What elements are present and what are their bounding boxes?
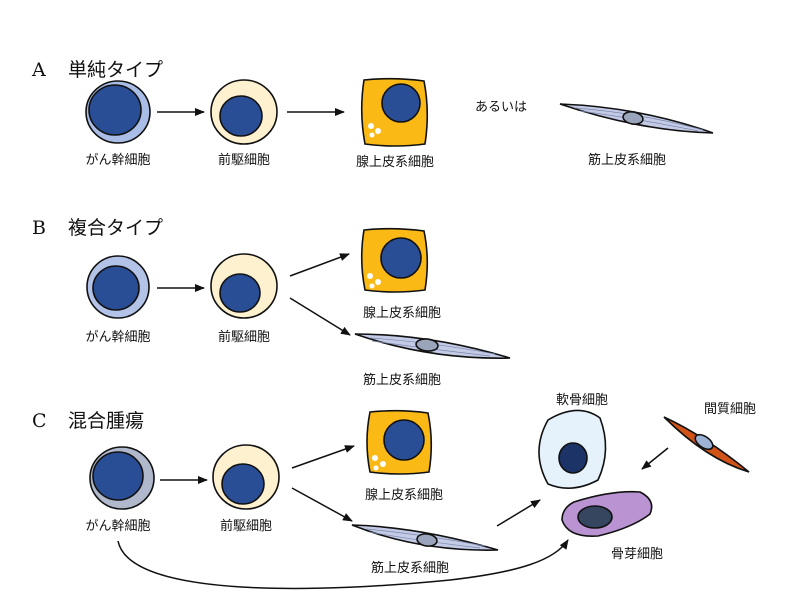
section-b-title: 複合タイプ [68,217,163,239]
progenitor-label: 前駆細胞 [220,518,272,534]
osteoblast-label: 骨芽細胞 [611,547,663,562]
progenitor-label: 前駆細胞 [218,152,270,168]
spindle-nucleus [415,338,439,352]
glandular-nucleus [381,83,421,123]
section-c-title: 混合腫瘍 [68,410,144,432]
stromal-cell [663,416,750,473]
secretory-granule [373,465,379,471]
arrow-progenitor-to-muscle [289,297,351,336]
stem-cell-nucleus [92,451,144,501]
or-text: あるいは [475,100,527,115]
glandular-cell-c [366,409,433,475]
secretory-granule [380,461,386,467]
arrow-stromal-to-osteoblast [641,447,669,470]
stem-cell-nucleus [92,265,140,311]
glandular-cell-b [360,227,429,293]
spindle-nucleus [622,111,644,125]
arrow-muscle-to-mesenchymal [496,499,541,527]
stem-cell-c [89,446,155,510]
glandular-nucleus [383,419,425,461]
glandular-label: 腺上皮系細胞 [356,155,434,170]
glandular-label: 腺上皮系細胞 [365,488,443,503]
secretory-granule [367,273,373,279]
progenitor-nucleus [219,95,263,137]
arrow-progenitor-to-glandular [291,445,355,469]
arrow-progenitor-to-muscle [291,487,353,522]
secretory-granule [375,128,381,134]
secretory-granule [369,283,375,289]
section-a-letter: A [31,59,46,81]
progenitor-cell-c [212,444,280,510]
section-b: B 複合タイプ がん幹細胞 前駆細胞 腺上皮系細胞 筋上皮系細胞 [32,217,511,388]
secretory-granule [368,123,374,129]
secretory-granule [375,279,381,285]
spindle-nucleus [416,533,438,547]
cartilage-cell [538,409,607,489]
muscle-label: 筋上皮系細胞 [363,372,441,388]
osteoblast-nucleus [577,505,613,529]
stem-cell-nucleus [88,84,142,136]
muscle-cell-b [354,333,511,359]
stem-cell-b [86,255,150,319]
section-b-letter: B [32,217,46,239]
stromal-nucleus [694,433,714,451]
section-a: A 単純タイプ がん幹細胞 前駆細胞 腺上皮系細胞 あるいは 筋上皮系 [31,59,714,170]
stem-cell-label: がん幹細胞 [85,152,150,168]
progenitor-cell-b [210,253,278,319]
progenitor-cell-a [210,79,278,145]
stem-cell-label: がん幹細胞 [85,329,150,345]
progenitor-nucleus [219,273,261,313]
progenitor-nucleus [221,463,265,505]
stem-cell-a [85,80,151,144]
secretory-granule [372,455,378,461]
cartilage-label: 軟骨細胞 [556,392,608,408]
arrow-progenitor-to-glandular [289,253,350,277]
arrow-stem-to-osteoblast [117,539,569,590]
muscle-label: 筋上皮系細胞 [371,560,449,576]
section-c: C 混合腫瘍 がん幹細胞 前駆細胞 腺上皮系細胞 筋上皮系細胞 [32,392,756,590]
muscle-cell-c [351,524,499,551]
cartilage-nucleus [558,442,588,474]
progenitor-label: 前駆細胞 [218,329,270,345]
glandular-label: 腺上皮系細胞 [363,306,441,321]
muscle-cell-a [559,103,714,134]
stem-cell-label: がん幹細胞 [85,518,150,534]
muscle-label: 筋上皮系細胞 [588,152,666,168]
section-c-letter: C [32,410,47,432]
section-a-title: 単純タイプ [68,59,163,81]
secretory-granule [369,132,375,138]
glandular-cell-a [360,77,429,147]
glandular-nucleus [380,237,422,279]
osteoblast-cell [561,490,653,537]
stromal-label: 間質細胞 [704,402,756,417]
